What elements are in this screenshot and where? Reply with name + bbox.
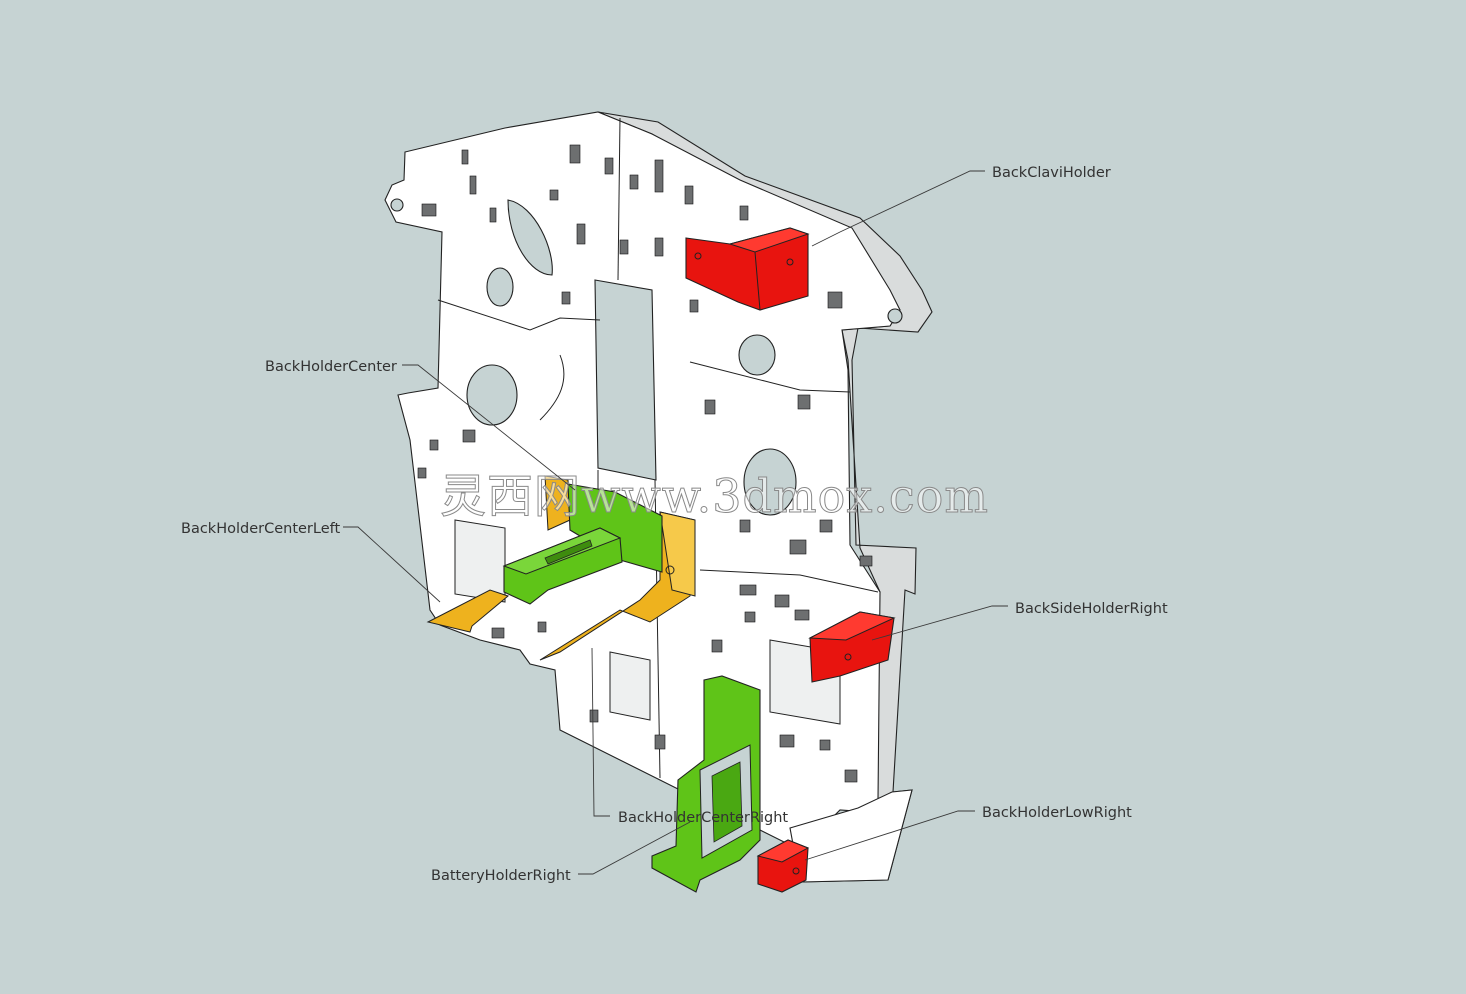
frame-hole-upper-right: [738, 334, 776, 376]
watermark-text: 灵西网www.3dmox.com: [440, 469, 989, 523]
label-back-side-holder-right: BackSideHolderRight: [1015, 601, 1168, 617]
frame-ear-hole-left: [390, 198, 404, 212]
part-back-side-holder-right: [808, 611, 896, 683]
part-battery-holder-right: [651, 675, 761, 893]
leader-back-holder-center-right: [591, 647, 610, 817]
leader-back-holder-center: [402, 364, 576, 491]
frame-hole-mid-right: [743, 448, 797, 516]
leader-lines: [343, 170, 1008, 875]
leader-back-clavi-holder: [811, 170, 985, 247]
frame-hole-mid-left: [466, 364, 518, 426]
leader-back-holder-center-left: [343, 526, 441, 603]
frame-window-lower-center: [609, 651, 651, 721]
part-back-holder-center-right: [539, 511, 696, 661]
label-back-clavi-holder: BackClaviHolder: [992, 165, 1111, 181]
leader-battery-holder-right: [578, 821, 691, 875]
frame-window-top: [594, 279, 657, 481]
part-back-holder-low-right: [756, 839, 810, 893]
frame-window-lower-left: [454, 519, 506, 603]
frame-slots: [417, 144, 873, 783]
label-back-holder-low-right: BackHolderLowRight: [982, 805, 1132, 821]
label-back-holder-center-right: BackHolderCenterRight: [618, 810, 788, 826]
label-back-holder-center-left: BackHolderCenterLeft: [181, 521, 340, 537]
frame-hole-upper-left: [486, 267, 514, 307]
part-back-clavi-holder: [685, 227, 810, 311]
frame-oval-slot: [507, 199, 553, 276]
leader-back-side-holder-right: [871, 605, 1008, 641]
label-battery-holder-right: BatteryHolderRight: [431, 868, 571, 884]
part-back-holder-center: [502, 483, 663, 605]
label-back-holder-center: BackHolderCenter: [265, 359, 397, 375]
leader-back-holder-low-right: [804, 810, 975, 861]
frame-ear-hole-right: [887, 308, 903, 324]
